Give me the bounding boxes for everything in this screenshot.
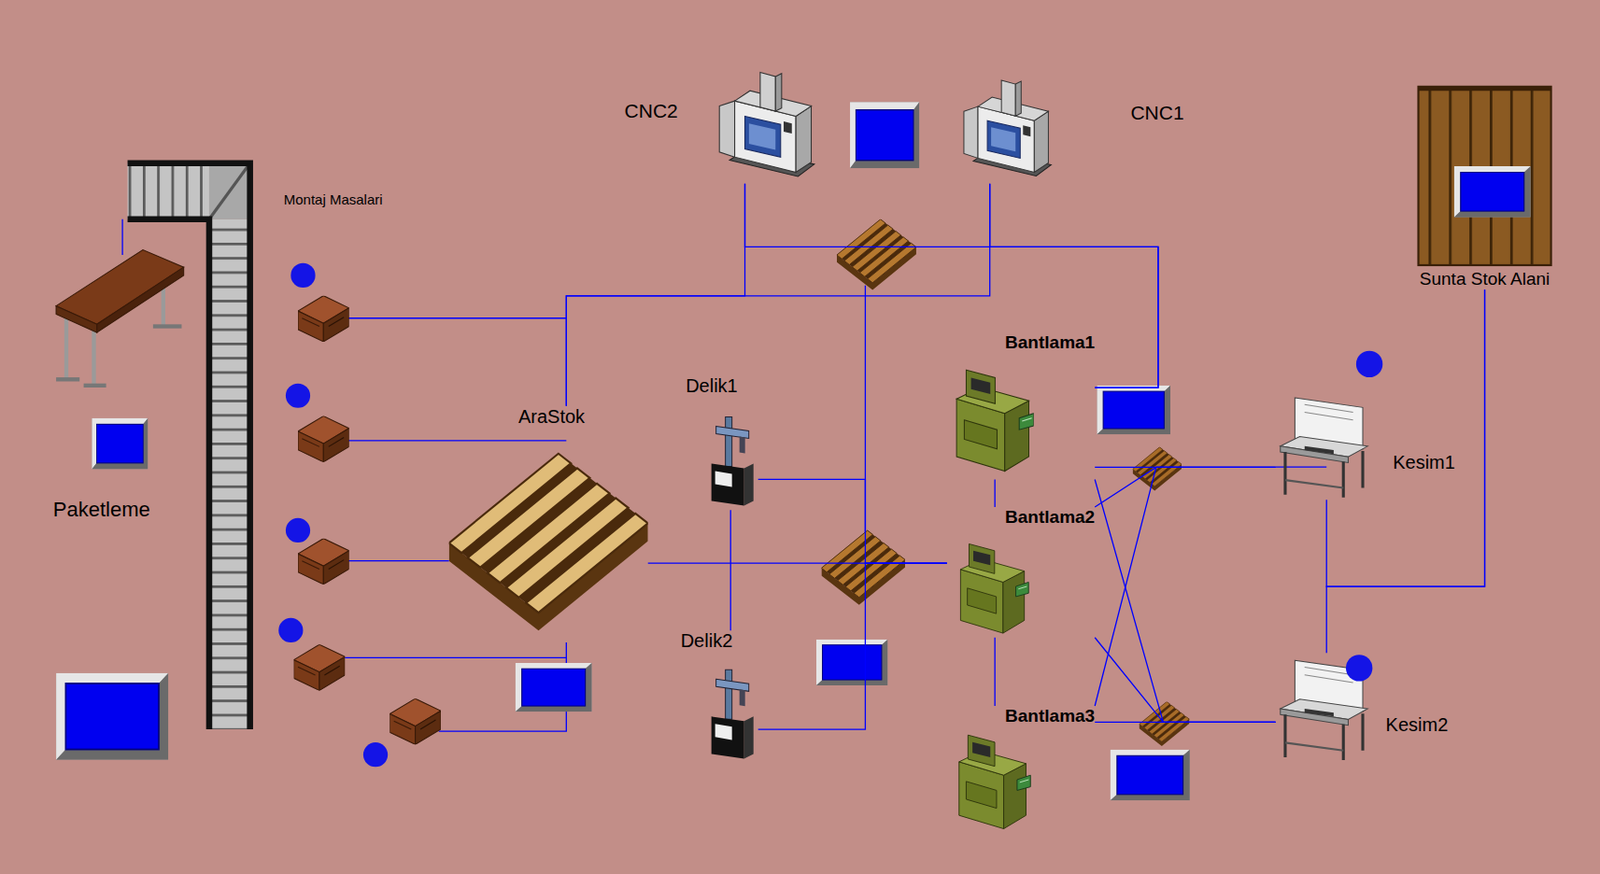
- flow-line: [758, 563, 948, 730]
- station-label: Bantlama3: [1005, 706, 1095, 727]
- station-node: Delik1: [685, 375, 759, 510]
- flow-line: [994, 479, 996, 508]
- flow-line: [566, 184, 745, 407]
- flow-line: [730, 509, 732, 631]
- queue-boxes: [56, 101, 1531, 801]
- station-node: CNC2: [624, 69, 817, 184]
- flow-line: [994, 637, 996, 707]
- station-label: Kesim2: [1386, 714, 1449, 737]
- flow-line: [1326, 289, 1485, 653]
- machines: [711, 72, 1369, 830]
- station-label: Kesim1: [1392, 452, 1456, 474]
- station-node: CNC1: [959, 76, 1185, 185]
- station-node: Bantlama1: [947, 332, 1095, 480]
- station-label: Delik1: [685, 375, 738, 397]
- flow-line: [758, 479, 948, 564]
- station-label: CNC1: [1130, 101, 1184, 125]
- station-node: Paketleme: [53, 244, 186, 522]
- station-node: AraStok: [449, 406, 649, 643]
- flow-line: [566, 184, 990, 407]
- station-label: AraStok: [518, 406, 585, 428]
- station-label: Bantlama1: [1005, 332, 1095, 354]
- status-circles: [278, 263, 1383, 768]
- layout-lines: [344, 285, 1327, 732]
- assembly-desks: [294, 296, 441, 746]
- station-node: Bantlama3: [947, 706, 1095, 835]
- station-label: Paketleme: [53, 497, 151, 522]
- station-node: Delik2: [680, 630, 759, 764]
- station-node: Kesim1: [1275, 393, 1456, 501]
- packing-table: [56, 219, 185, 386]
- flow-line: [1094, 467, 1275, 707]
- flow-line: [1094, 479, 1275, 723]
- station-label: CNC2: [624, 99, 679, 123]
- pallets: [449, 219, 1190, 747]
- flow-line: [990, 184, 1159, 389]
- label-holder: Montaj Masalari: [283, 191, 383, 208]
- flow-line: [1094, 722, 1275, 723]
- station-node: Kesim2: [1275, 652, 1449, 765]
- station-node: Sunta Stok Alani: [1418, 86, 1552, 290]
- flow-line: [1326, 289, 1485, 587]
- station-label: Delik2: [680, 630, 734, 652]
- station-label: Bantlama2: [1005, 507, 1095, 528]
- flow-line: [1094, 637, 1275, 723]
- flow-line: [745, 184, 1159, 389]
- area-label: Montaj Masalari: [283, 191, 383, 208]
- flow-line: [1094, 467, 1275, 508]
- station-node: Bantlama2: [947, 507, 1095, 638]
- station-label: Sunta Stok Alani: [1419, 269, 1550, 290]
- stock-area: [1418, 86, 1552, 266]
